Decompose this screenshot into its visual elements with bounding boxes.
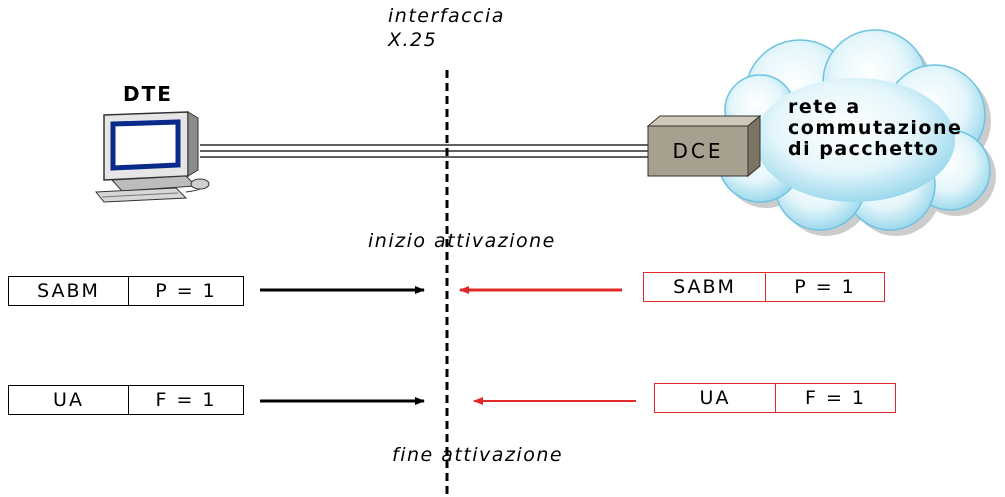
- interface-label: interfaccia X.25: [388, 4, 505, 52]
- frame-sabm-dce: SABM P = 1: [643, 272, 885, 302]
- frame-type-cell: UA: [53, 389, 84, 411]
- frame-ua-dce: UA F = 1: [654, 383, 896, 413]
- dte-label: DTE: [123, 82, 173, 106]
- dce-label: DCE: [672, 139, 724, 163]
- frame-type-cell: SABM: [673, 276, 736, 298]
- frame-ua-dte: UA F = 1: [8, 385, 244, 415]
- network-label-line2: commutazione: [788, 117, 963, 139]
- interface-label-line2: X.25: [388, 29, 438, 51]
- cloud-network-icon: [717, 29, 996, 236]
- phase-start-label: inizio attivazione: [368, 230, 556, 252]
- frame-bit-cell: P = 1: [128, 277, 243, 305]
- dce-box-icon: [646, 114, 762, 178]
- frame-type-cell: SABM: [37, 280, 100, 302]
- phase-end-label: fine attivazione: [392, 444, 564, 466]
- network-label: rete a commutazione di pacchetto: [788, 97, 962, 160]
- frame-bit-cell: P = 1: [765, 273, 884, 301]
- interface-label-line1: interfaccia: [388, 5, 505, 27]
- frame-type-cell: UA: [699, 387, 731, 409]
- network-label-line3: di pacchetto: [788, 138, 940, 160]
- computer-icon: [94, 111, 210, 203]
- frame-bit-cell: F = 1: [775, 384, 895, 412]
- frame-bit-cell: F = 1: [128, 386, 243, 414]
- dte-dce-link: [200, 144, 648, 158]
- frame-sabm-dte: SABM P = 1: [8, 276, 244, 306]
- network-label-line1: rete a: [788, 96, 861, 118]
